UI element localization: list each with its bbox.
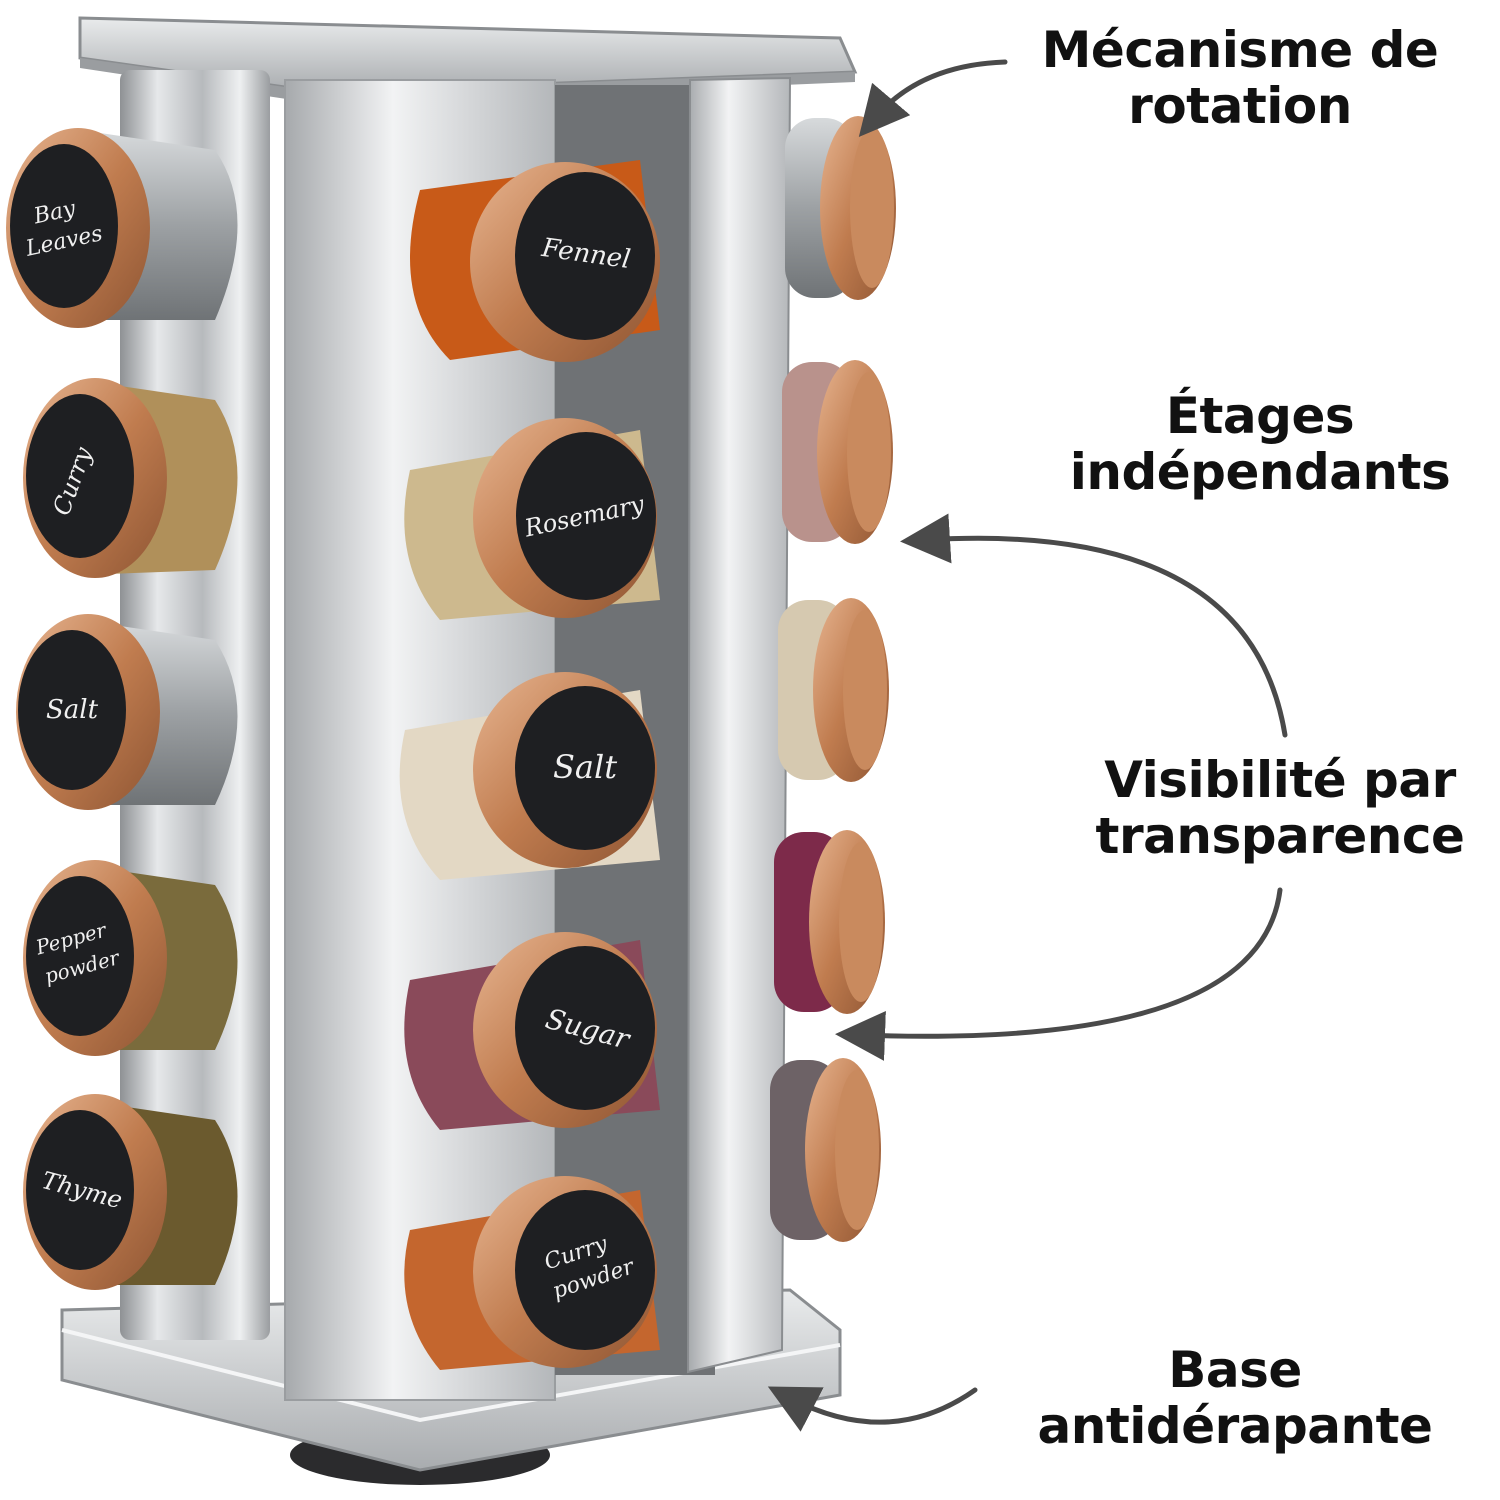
feature-tiers-line1: Étages [1165, 387, 1355, 445]
left-jar-5 [23, 1094, 238, 1290]
feature-base-line1: Base [1168, 1341, 1302, 1399]
front-jar-3 [399, 672, 660, 880]
left-jar-2 [23, 378, 238, 578]
left-jar-1 [6, 128, 238, 328]
right-jar-3 [778, 598, 889, 782]
right-jar-column [770, 116, 896, 1242]
left-jar-3 [16, 614, 238, 810]
feature-base-line2: antidérapante [1037, 1397, 1433, 1455]
arrow-transparency [835, 887, 1283, 1061]
front-jar-2 [404, 418, 660, 620]
feature-independent-tiers: Étages indépendants [1040, 388, 1480, 500]
rack-front-post [686, 76, 792, 1374]
arrow-rotation [858, 59, 1008, 138]
front-jar-4 [404, 932, 660, 1130]
right-jar-1 [785, 116, 896, 300]
left-jar-4 [23, 860, 238, 1056]
arrow-base [767, 1386, 978, 1432]
feature-rotation-line2: rotation [1128, 77, 1352, 135]
feature-transparency-line1: Visibilité par [1104, 751, 1456, 809]
right-jar-5 [770, 1058, 881, 1242]
feature-rotation-mechanism: Mécanisme de rotation [1010, 22, 1470, 134]
feature-rotation-line1: Mécanisme de [1041, 21, 1439, 79]
lid-label-front-3: Salt [553, 748, 617, 786]
feature-transparency-line2: transparence [1095, 807, 1465, 865]
left-jar-column [6, 128, 238, 1290]
rack-top-plate [78, 16, 858, 104]
front-jar-1 [410, 160, 660, 362]
feature-non-slip-base: Base antidérapante [1005, 1342, 1465, 1454]
lid-label-left-3: Salt [46, 695, 99, 725]
feature-transparency-visibility: Visibilité par transparence [1070, 752, 1490, 864]
feature-tiers-line2: indépendants [1069, 443, 1451, 501]
arrow-tiers-transparency [900, 513, 1288, 738]
right-jar-2 [782, 360, 893, 544]
front-jar-column [399, 160, 660, 1370]
front-jar-5 [404, 1176, 660, 1370]
right-jar-4 [774, 830, 885, 1014]
callout-arrows [767, 59, 1288, 1432]
